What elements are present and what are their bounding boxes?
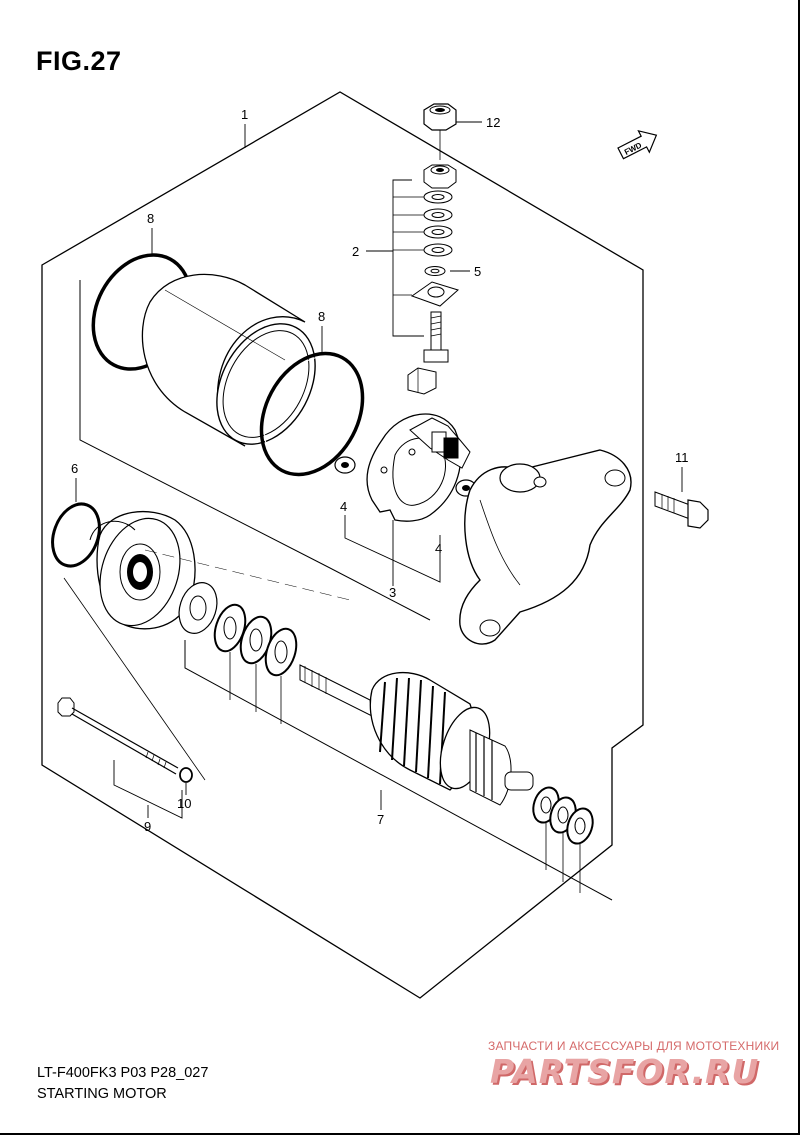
model-code: LT-F400FK3 P03 P28_027 xyxy=(37,1065,209,1081)
armature-bracket-line xyxy=(184,640,613,901)
armature-rear-washers xyxy=(532,786,594,845)
part-9-bracket xyxy=(113,760,183,819)
washer-part-10 xyxy=(179,767,193,783)
callout-7: 7 xyxy=(377,812,384,827)
callout-6: 6 xyxy=(71,461,78,476)
callout-8b: 8 xyxy=(318,309,325,324)
through-bolt-part-9 xyxy=(57,697,179,775)
watermark-logo: PARTSFOR.RU xyxy=(490,1052,760,1091)
callout-4a: 4 xyxy=(340,499,347,514)
part-4-bracket xyxy=(344,515,441,583)
front-bracket-housing xyxy=(89,510,196,630)
callout-11: 11 xyxy=(675,450,689,465)
callout-8a: 8 xyxy=(147,211,154,226)
bolt-part-11 xyxy=(654,491,709,529)
yoke-bracket-line xyxy=(79,280,431,621)
callout-4b: 4 xyxy=(435,541,442,556)
callout-9: 9 xyxy=(144,819,151,834)
lock-washer xyxy=(178,582,218,634)
armature-shim-washers xyxy=(213,603,298,677)
watermark-tagline: ЗАПЧАСТИ И АКСЕССУАРЫ ДЛЯ МОТОТЕХНИКИ xyxy=(488,1039,780,1053)
brush-holder-plate-part-3 xyxy=(366,413,471,522)
figure-title: FIG.27 xyxy=(36,46,122,76)
o-ring-part-6 xyxy=(51,502,101,568)
section-name: STARTING MOTOR xyxy=(37,1086,167,1102)
callout-5: 5 xyxy=(474,264,481,279)
callout-1: 1 xyxy=(241,107,248,122)
motor-end-cover xyxy=(459,449,632,645)
armature-part-7 xyxy=(299,664,534,806)
callout-3: 3 xyxy=(389,585,396,600)
part-2-bracket xyxy=(392,179,424,337)
callout-10: 10 xyxy=(177,796,191,811)
o-ring-part-8-right xyxy=(259,351,365,477)
callout-12: 12 xyxy=(486,115,500,130)
nut-part-12 xyxy=(423,103,457,160)
fwd-arrow-icon: FWD xyxy=(617,129,658,160)
terminal-hardware-set-part-2 xyxy=(407,164,459,395)
yoke-housing xyxy=(141,273,316,447)
callout-2: 2 xyxy=(352,244,359,259)
assembly-outline xyxy=(41,91,644,999)
brush-spring-part-4-left xyxy=(334,456,356,474)
